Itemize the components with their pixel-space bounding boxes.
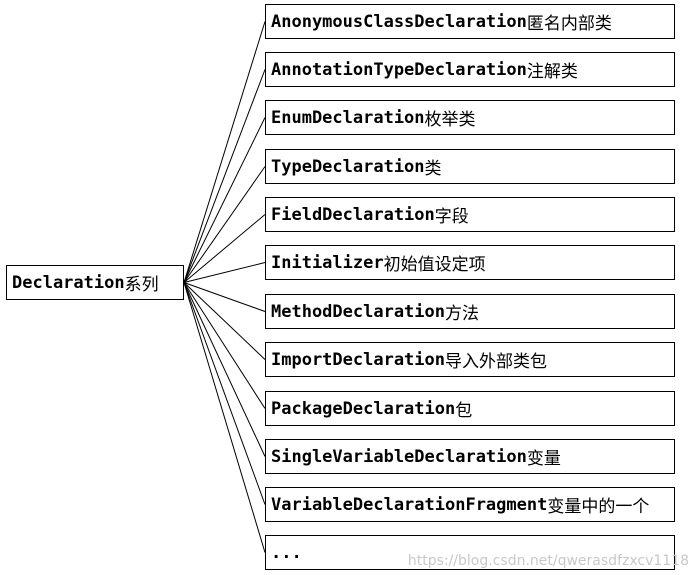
- connector-line: [183, 166, 266, 283]
- connector-line: [183, 214, 266, 283]
- child-node-name: MethodDeclaration: [271, 301, 445, 322]
- child-node-name: EnumDeclaration: [271, 107, 425, 128]
- connector-line: [183, 282, 266, 312]
- child-node-suffix: 包: [455, 401, 473, 421]
- child-node-suffix: 类: [424, 159, 442, 179]
- child-node-name: AnonymousClassDeclaration: [271, 11, 527, 32]
- child-node-suffix: 初始值设定项: [383, 255, 486, 275]
- connector-line: [183, 21, 266, 283]
- root-node-suffix: 系列: [124, 275, 159, 295]
- connector-line: [183, 282, 266, 360]
- child-node-suffix: 导入外部类包: [445, 352, 547, 372]
- child-node-name: AnnotationTypeDeclaration: [271, 59, 527, 80]
- root-node-name: Declaration: [12, 272, 125, 293]
- child-node-suffix: 注解类: [526, 62, 578, 82]
- connector-line: [183, 282, 266, 553]
- child-node-suffix: 方法: [445, 304, 479, 324]
- child-node-suffix: 枚举类: [424, 110, 476, 130]
- child-node-name: ...: [271, 542, 302, 563]
- connector-line: [183, 262, 266, 283]
- child-node-name: FieldDeclaration: [271, 204, 435, 225]
- child-node-suffix: 变量: [526, 449, 561, 469]
- child-node-name: ImportDeclaration: [271, 349, 445, 370]
- child-node-suffix: 匿名内部类: [526, 14, 612, 34]
- child-node-name: PackageDeclaration: [271, 398, 456, 419]
- connector-line: [183, 282, 266, 457]
- connector-line: [183, 69, 266, 283]
- child-node-suffix: 变量中的一个: [547, 497, 650, 517]
- child-node-name: Initializer: [271, 252, 384, 273]
- connector-line: [183, 282, 266, 409]
- child-node-suffix: 字段: [434, 207, 469, 227]
- connector-line: [183, 282, 266, 505]
- child-node: ...: [265, 535, 675, 570]
- watermark-text: https://blog.csdn.net/qwerasdfzxcv1118: [407, 553, 689, 569]
- child-node-name: VariableDeclarationFragment: [271, 494, 548, 515]
- child-node-name: TypeDeclaration: [271, 156, 425, 177]
- connector-line: [183, 117, 266, 283]
- child-node-name: SingleVariableDeclaration: [271, 446, 527, 467]
